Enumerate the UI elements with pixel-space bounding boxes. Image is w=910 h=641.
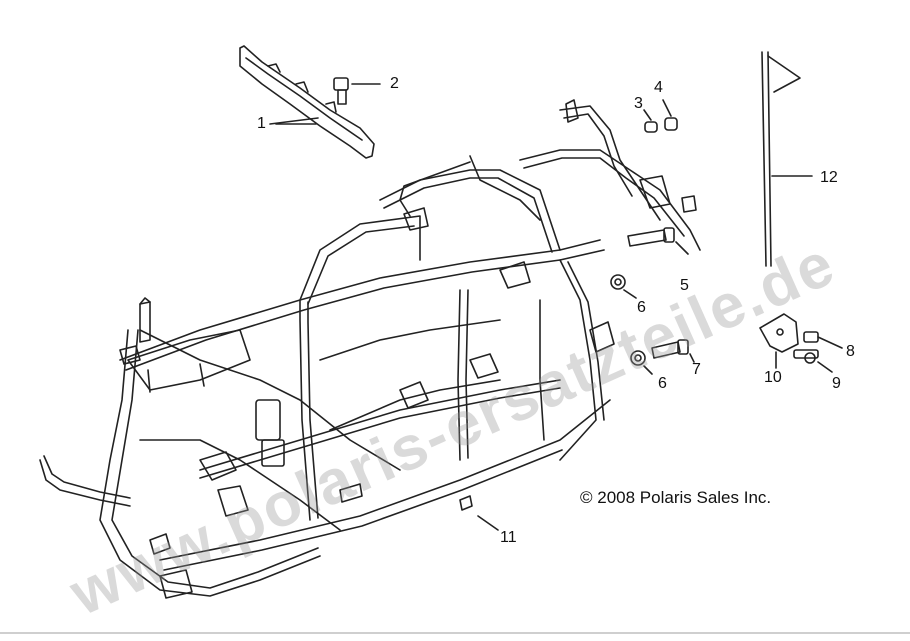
callout-4: 4 <box>654 79 663 96</box>
main-frame-part-11 <box>39 99 701 599</box>
bolt-part-8 <box>803 331 843 349</box>
copyright-text: © 2008 Polaris Sales Inc. <box>580 488 772 507</box>
bottom-divider <box>0 632 910 634</box>
bolt-part-9 <box>793 349 833 373</box>
bolt-part-2 <box>333 77 381 105</box>
nut-part-6-upper <box>610 274 637 299</box>
rail-bracket-part-1 <box>239 45 375 159</box>
callout-1: 1 <box>257 115 266 132</box>
leader-lines <box>275 123 499 531</box>
flag-pole-part-12 <box>761 51 813 267</box>
callout-12: 12 <box>820 169 838 186</box>
callout-5: 5 <box>680 277 689 294</box>
callout-3: 3 <box>634 95 643 112</box>
bolt-part-7 <box>651 339 695 363</box>
nut-part-6-lower <box>630 350 653 375</box>
callout-10: 10 <box>764 369 782 386</box>
callout-9: 9 <box>832 375 841 392</box>
bracket-part-10 <box>759 313 799 369</box>
bushings-part-3-4 <box>643 99 678 133</box>
bolt-part-5 <box>627 227 689 255</box>
callout-8: 8 <box>846 343 855 360</box>
callout-2: 2 <box>390 75 399 92</box>
callout-7: 7 <box>692 361 701 378</box>
callout-6-upper: 6 <box>637 299 646 316</box>
callout-11: 11 <box>500 529 517 546</box>
callout-6-lower: 6 <box>658 375 667 392</box>
